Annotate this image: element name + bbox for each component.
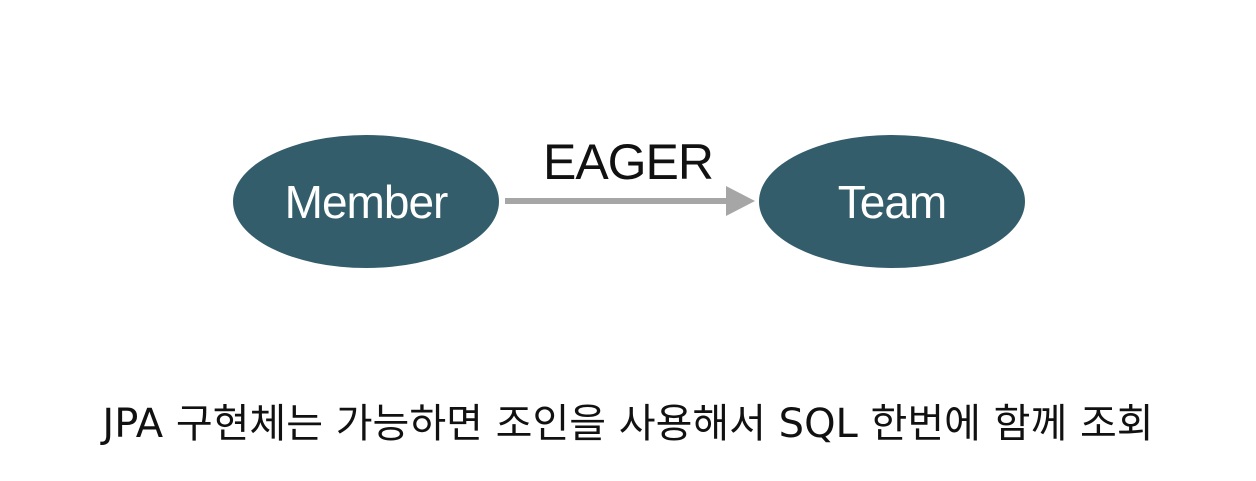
node-team: Team <box>759 135 1025 268</box>
edge-arrow-head <box>726 186 755 216</box>
node-team-label: Team <box>837 175 947 228</box>
node-member-label: Member <box>284 175 449 228</box>
caption: JPA 구현체는 가능하면 조인을 사용해서 SQL 한번에 함께 조회 <box>102 401 1154 447</box>
node-member: Member <box>233 135 499 268</box>
edge-label: EAGER <box>542 134 714 190</box>
